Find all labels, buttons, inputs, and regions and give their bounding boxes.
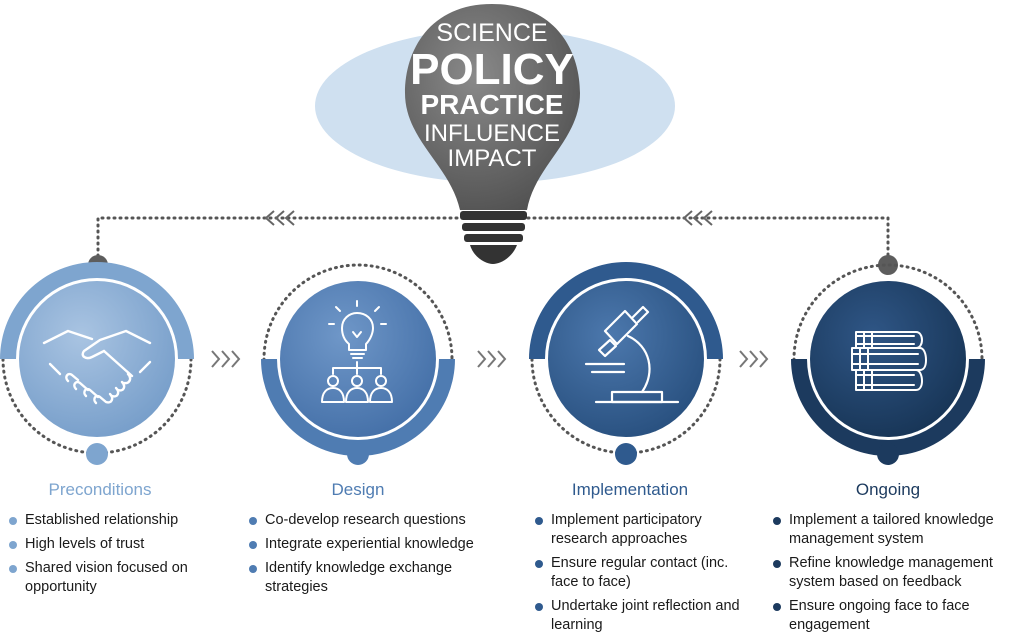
- books-icon: [851, 331, 927, 391]
- bulb-line-impact: IMPACT: [448, 145, 537, 172]
- stage-arrow-1: [211, 350, 241, 368]
- bulb-line-practice: PRACTICE: [420, 89, 563, 120]
- stage-implementation: [529, 262, 723, 465]
- stage-disc: [19, 281, 175, 437]
- bullets-preconditions: Established relationship High levels of …: [8, 511, 228, 602]
- bullets-design: Co-develop research questions Integrate …: [248, 511, 513, 602]
- stage-ring-arc: [529, 262, 723, 359]
- list-item: Identify knowledge exchange strategies: [248, 559, 513, 597]
- stage-title-design: Design: [331, 480, 385, 499]
- list-item: Co-develop research questions: [248, 511, 513, 530]
- stage-ring-arc: [261, 359, 455, 456]
- stage-disc: [548, 281, 704, 437]
- bulb-line-science: SCIENCE: [436, 19, 547, 47]
- list-item: Ensure ongoing face to face engagement: [772, 597, 1022, 635]
- list-item: High levels of trust: [8, 535, 228, 554]
- stage-ongoing: [791, 263, 985, 465]
- stage-node: [877, 443, 899, 465]
- bulb-line-influence: INFLUENCE: [424, 120, 560, 147]
- stage-preconditions: [0, 262, 194, 465]
- list-item: Refine knowledge management system based…: [772, 554, 1022, 592]
- stage-node: [86, 443, 108, 465]
- microscope-icon: [584, 305, 680, 404]
- list-item: Integrate experiential knowledge: [248, 535, 513, 554]
- stage-node: [615, 443, 637, 465]
- list-item: Ensure regular contact (inc. face to fac…: [534, 554, 749, 592]
- bulb-line-policy: POLICY: [410, 45, 574, 94]
- connector-chevrons-right: [682, 210, 713, 226]
- list-item: Implement participatory research approac…: [534, 511, 749, 549]
- list-item: Established relationship: [8, 511, 228, 530]
- stage-disc: [810, 281, 966, 437]
- stage-arrow-2: [477, 350, 507, 368]
- stage-ring-arc: [0, 262, 194, 359]
- stage-design: [261, 263, 455, 465]
- list-item: Implement a tailored knowledge managemen…: [772, 511, 1022, 549]
- stage-arrow-3: [739, 350, 769, 368]
- stage-title-ongoing: Ongoing: [855, 480, 921, 499]
- connector-chevrons-left: [264, 210, 295, 226]
- stage-ring-arc: [791, 359, 985, 456]
- stage-node: [347, 443, 369, 465]
- stage-title-implementation: Implementation: [571, 480, 689, 499]
- handshake-icon: [42, 329, 152, 405]
- connector-node-right: [878, 255, 898, 275]
- bulb-text-group: SCIENCE POLICY PRACTICE INFLUENCE IMPACT: [410, 19, 574, 172]
- stage-title-preconditions: Preconditions: [48, 480, 152, 499]
- bullets-implementation: Implement participatory research approac…: [534, 511, 749, 640]
- list-item: Undertake joint reflection and learning: [534, 597, 749, 635]
- lightbulb-icon: [405, 4, 580, 264]
- list-item: Shared vision focused on opportunity: [8, 559, 228, 597]
- lightbulb-people-icon: [321, 300, 393, 403]
- bullets-ongoing: Implement a tailored knowledge managemen…: [772, 511, 1022, 640]
